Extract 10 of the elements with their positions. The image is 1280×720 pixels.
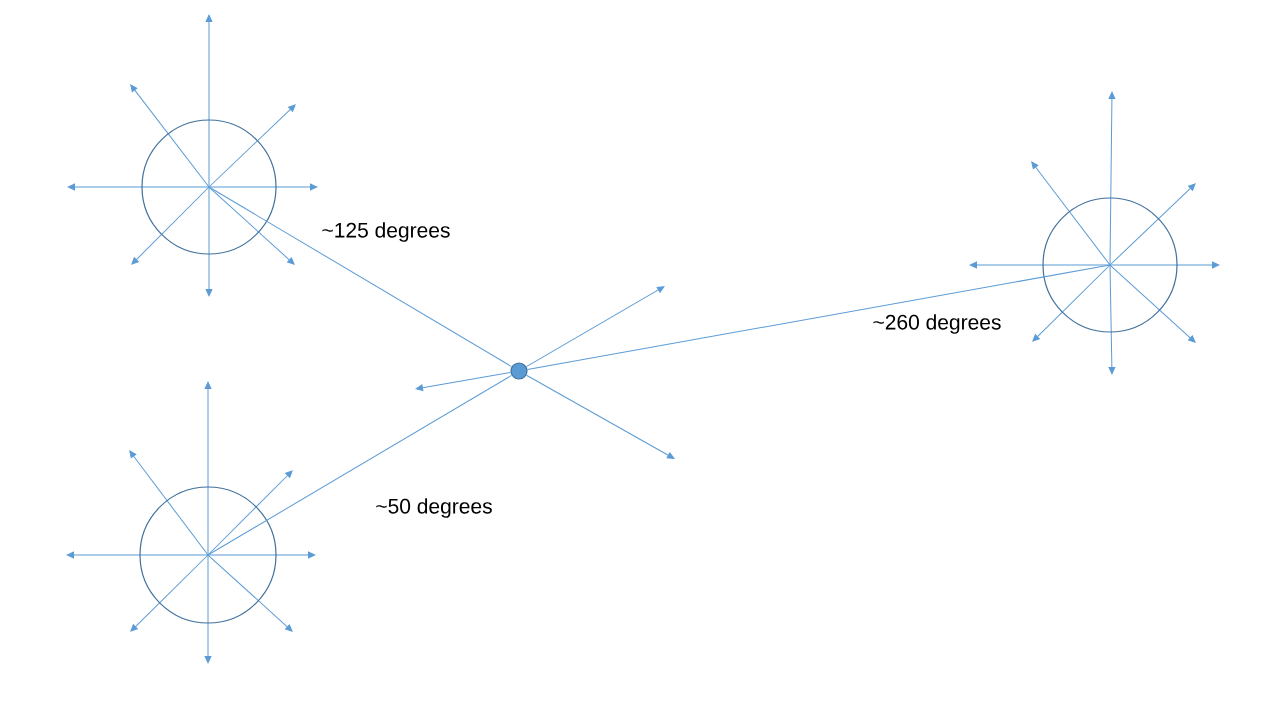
edge-label: ~125 degrees [319, 220, 453, 244]
circle [139, 486, 277, 624]
connector-line [207, 374, 513, 556]
edge-label: ~50 degrees [373, 496, 495, 520]
connector-line [526, 264, 1111, 370]
dot [510, 362, 528, 380]
connector-line [208, 186, 513, 368]
edge-label: ~260 degrees [870, 312, 1004, 336]
circle [141, 119, 277, 255]
circle [1042, 197, 1178, 333]
